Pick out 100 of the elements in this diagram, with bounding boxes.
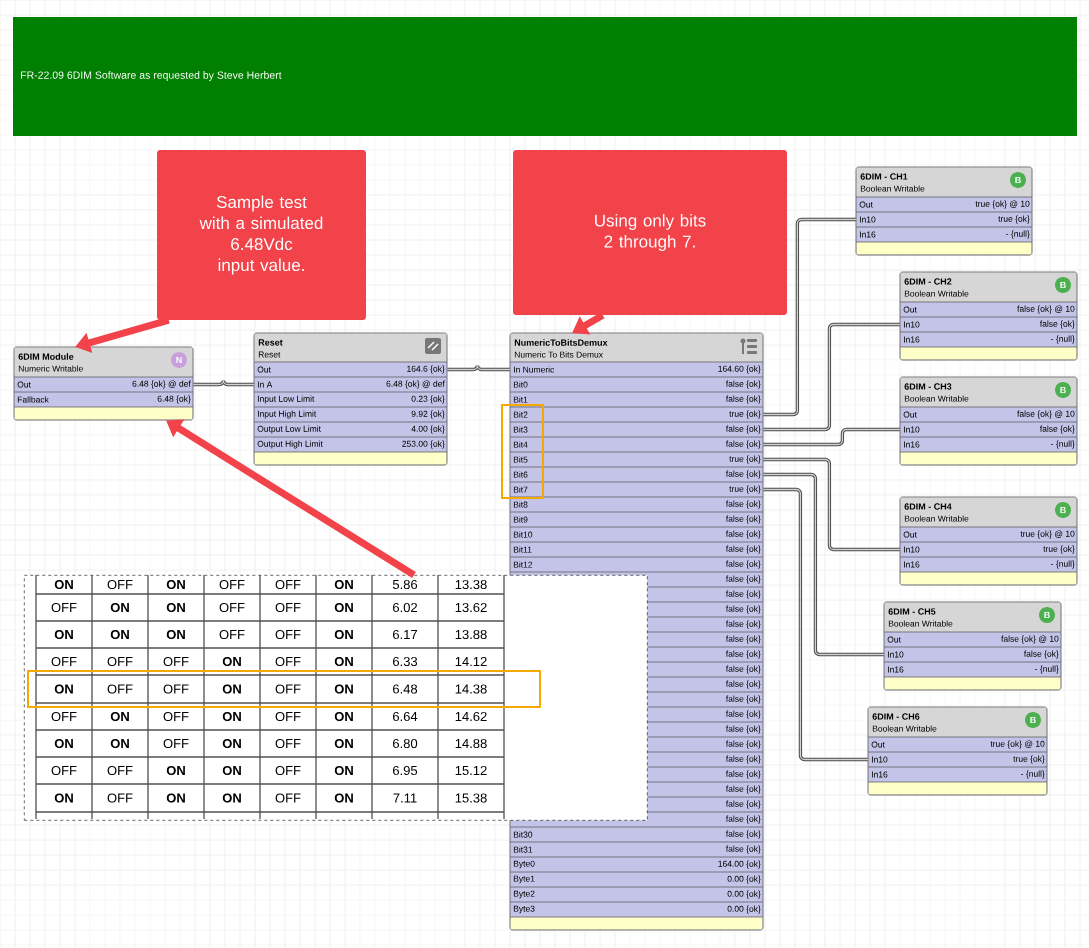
table-cell: OFF	[163, 738, 189, 749]
table-cell: OFF	[107, 793, 133, 803]
row-label: Out	[871, 741, 885, 748]
table-cell: ON	[166, 602, 185, 613]
row-value: 0.00 {ok}	[727, 875, 761, 884]
row-value: false {ok}	[725, 395, 761, 404]
table-cell: 13.38	[455, 579, 487, 590]
table-cell: 14.88	[455, 738, 487, 749]
row-label: Byte2	[513, 890, 535, 899]
table-cell: ON	[166, 579, 185, 590]
function-block	[899, 271, 1078, 361]
table-cell: OFF	[163, 711, 189, 722]
connection-wire	[762, 322, 901, 432]
function-block	[855, 166, 1033, 256]
row-value: 164.60 {ok}	[718, 365, 761, 374]
table-cell: ON	[334, 711, 353, 722]
row-label: Bit7	[513, 486, 528, 493]
row-label: Byte0	[513, 860, 535, 869]
table-cell: OFF	[51, 711, 77, 722]
connection-wire	[762, 217, 857, 417]
block-title: Reset	[258, 339, 283, 346]
row-value: - {null}	[1006, 230, 1030, 239]
block-subtitle: Reset	[258, 351, 281, 358]
table-cell: ON	[222, 738, 241, 749]
row-value: false {ok}	[725, 710, 761, 719]
row-label: Bit6	[513, 471, 528, 478]
table-cell: OFF	[275, 793, 301, 803]
row-label: Bit10	[513, 531, 533, 538]
block-title: 6DIM - CH4	[904, 503, 952, 510]
row-value: true {ok}	[1013, 755, 1045, 764]
row-label: Out	[903, 306, 917, 313]
table-cell: OFF	[51, 765, 77, 776]
table-cell: OFF	[275, 765, 301, 776]
row-label: Bit8	[513, 501, 528, 508]
row-value: false {ok}	[725, 755, 761, 764]
connection-wire	[762, 457, 901, 552]
table-cell: OFF	[107, 684, 133, 694]
block-subtitle: Boolean Writable	[860, 185, 925, 192]
row-value: false {ok}	[1039, 425, 1075, 434]
table-cell: 15.12	[455, 765, 487, 776]
row-label: Out	[859, 201, 873, 208]
table-cell: ON	[54, 579, 73, 590]
row-label: Fallback	[17, 396, 49, 403]
table-cell: ON	[222, 684, 241, 694]
row-value: 0.23 {ok}	[411, 395, 445, 404]
table-cell: 13.88	[455, 629, 487, 640]
row-value: false {ok} @ 10	[1017, 410, 1075, 419]
table-cell: 6.64	[393, 711, 418, 722]
row-value: false {ok}	[725, 770, 761, 779]
table-cell: ON	[222, 793, 241, 803]
row-label: Out	[887, 636, 901, 643]
row-value: false {ok}	[725, 575, 761, 584]
row-value: false {ok}	[725, 845, 761, 854]
block-title: 6DIM - CH6	[872, 713, 920, 720]
row-value: - {null}	[1051, 335, 1075, 344]
row-value: true {ok}	[998, 215, 1030, 224]
table-cell: ON	[334, 579, 353, 590]
row-value: false {ok}	[725, 425, 761, 434]
block-subtitle: Boolean Writable	[904, 515, 969, 522]
row-value: - {null}	[1021, 770, 1045, 779]
connection-wire	[446, 363, 511, 372]
table-cell: 14.12	[455, 656, 487, 667]
table-cell: ON	[166, 793, 185, 803]
function-block	[899, 376, 1078, 466]
table-cell: OFF	[107, 579, 133, 590]
table-cell: 7.11	[393, 793, 417, 803]
row-value: false {ok}	[1023, 650, 1059, 659]
table-cell: ON	[334, 684, 353, 694]
row-value: 164.00 {ok}	[718, 860, 761, 869]
row-label: In A	[258, 381, 273, 388]
table-cell: 6.48	[393, 684, 418, 694]
table-cell: ON	[54, 684, 73, 694]
row-label: Bit1	[513, 396, 528, 403]
table-cell: ON	[110, 602, 129, 613]
row-value: true {ok}	[729, 485, 761, 494]
table-cell: OFF	[51, 602, 77, 613]
row-value: false {ok}	[725, 440, 761, 449]
row-value: 4.00 {ok}	[411, 425, 445, 434]
table-cell: OFF	[107, 765, 133, 776]
table-cell: ON	[222, 711, 241, 722]
row-value: false {ok}	[725, 515, 761, 524]
row-value: 253.00 {ok}	[402, 440, 445, 449]
row-value: false {ok}	[725, 830, 761, 839]
table-cell: 15.38	[455, 793, 487, 803]
row-label: Output High Limit	[257, 440, 323, 449]
table-cell: 6.95	[393, 765, 418, 776]
title-banner: FR-22.09 6DIM Software as requested by Steve Herbert	[13, 17, 1077, 136]
table-cell: 14.38	[455, 684, 487, 694]
table-cell: OFF	[275, 602, 301, 613]
table-cell: ON	[334, 602, 353, 613]
row-label: Bit12	[513, 561, 533, 568]
row-value: false {ok}	[725, 605, 761, 614]
table-cell: 6.80	[393, 738, 418, 749]
table-cell: ON	[334, 765, 353, 776]
block-title: 6DIM Module	[18, 353, 74, 360]
block-subtitle: Boolean Writable	[904, 395, 969, 402]
row-value: - {null}	[1051, 440, 1075, 449]
row-value: false {ok}	[725, 695, 761, 704]
table-cell: ON	[110, 738, 129, 749]
table-cell: OFF	[51, 656, 77, 667]
